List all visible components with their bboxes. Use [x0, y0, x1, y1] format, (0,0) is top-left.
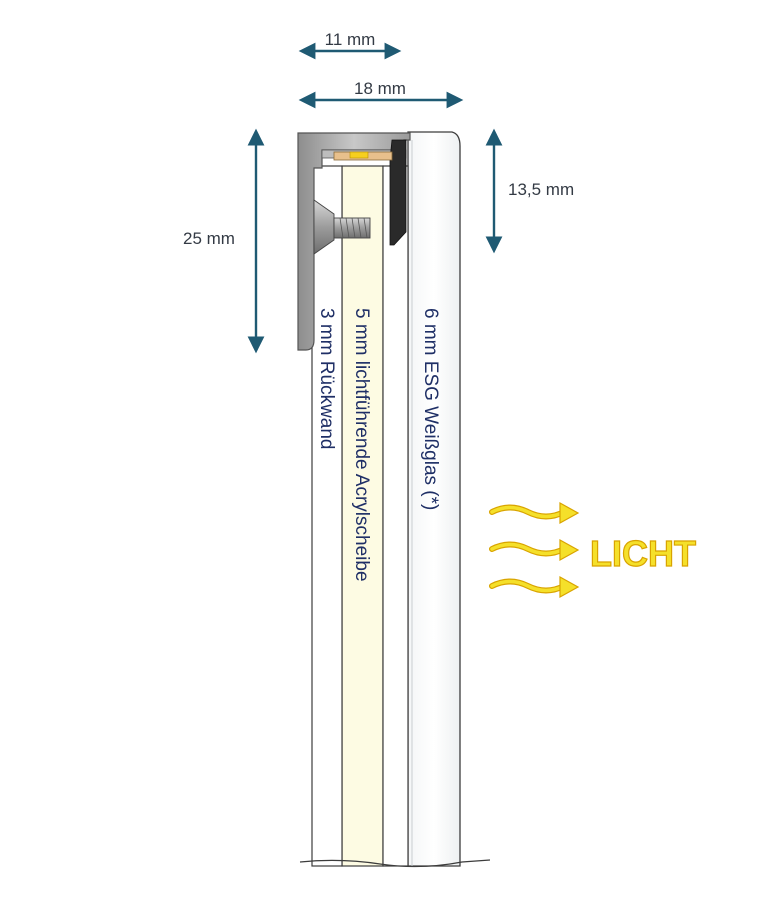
acrylic-panel-label: 5 mm lichtführende Acrylscheibe: [351, 308, 372, 582]
light-label: LICHT: [590, 533, 696, 574]
panels: [299, 131, 491, 868]
screw-thread: [339, 217, 368, 239]
light-arrow-top: [489, 501, 580, 525]
acrylic-panel: [341, 165, 384, 867]
dimension-label-25mm: 25 mm: [183, 229, 235, 248]
dimension-arrows: [247, 42, 503, 354]
light-arrows: [489, 501, 580, 599]
spacer-strip: [382, 165, 409, 867]
aluminium-profile: [297, 132, 411, 351]
glass-panel-label: 6 mm ESG Weißglas (*): [420, 308, 441, 510]
back-panel-label: 3 mm Rückwand: [316, 308, 337, 450]
glass-panel: [407, 131, 461, 867]
led-chip: [349, 151, 369, 159]
light-arrow-bottom: [489, 575, 580, 599]
dimension-label-11mm: 11 mm: [325, 30, 376, 49]
dimension-label-13-5mm: 13,5 mm: [508, 180, 574, 199]
light-arrow-middle: [489, 538, 580, 562]
screw-head: [313, 199, 335, 255]
back-panel: [311, 165, 343, 867]
bottom-cut-line: [299, 859, 491, 868]
dimension-label-18mm: 18 mm: [354, 79, 406, 98]
